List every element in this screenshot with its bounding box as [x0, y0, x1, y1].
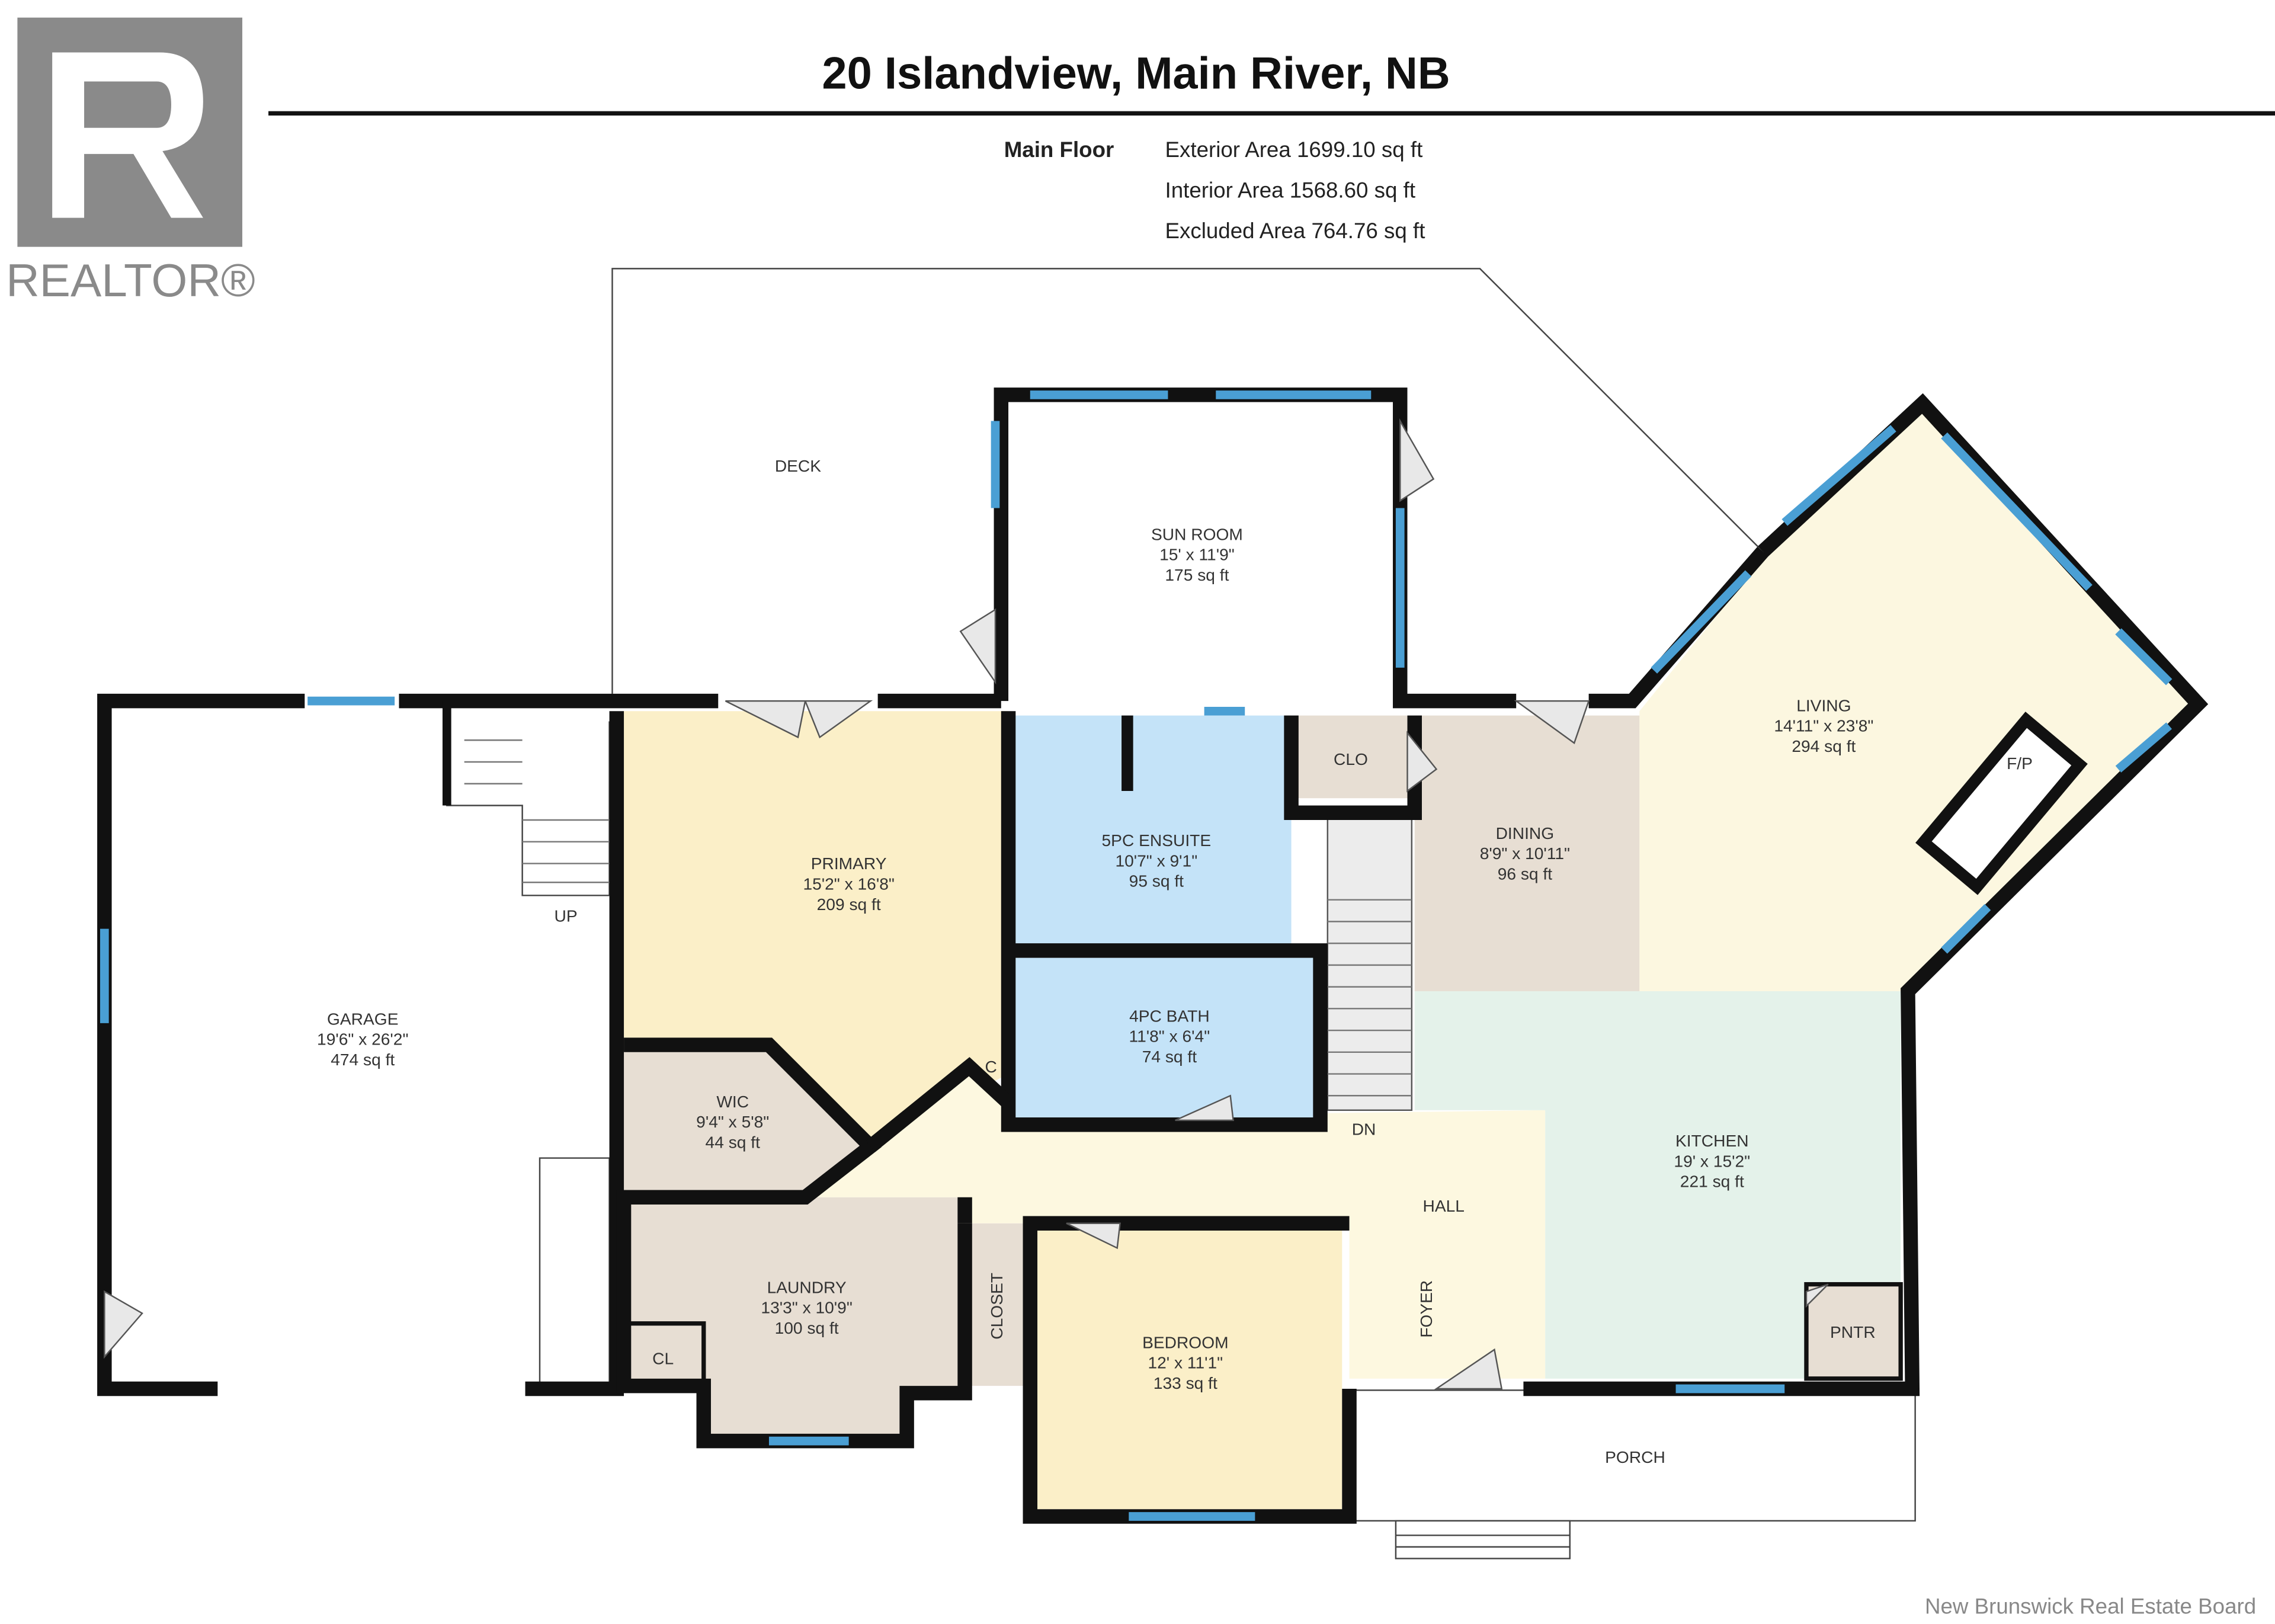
svg-text:8'9" x 10'11": 8'9" x 10'11": [1480, 844, 1570, 863]
room-clo: [1295, 715, 1408, 799]
svg-text:95 sq ft: 95 sq ft: [1129, 872, 1184, 891]
pantry-label: PNTR: [1830, 1323, 1876, 1341]
svg-text:96 sq ft: 96 sq ft: [1498, 864, 1553, 883]
svg-text:209 sq ft: 209 sq ft: [817, 895, 881, 914]
room-living: [1639, 409, 2196, 991]
label-living: LIVING 14'11" x 23'8" 294 sq ft: [1774, 696, 1873, 755]
svg-text:9'4" x 5'8": 9'4" x 5'8": [696, 1113, 769, 1131]
room-pantry: [1804, 1282, 1903, 1381]
logo-text: REALTOR®: [6, 254, 255, 306]
svg-text:44 sq ft: 44 sq ft: [706, 1133, 761, 1151]
svg-text:19' x 15'2": 19' x 15'2": [1674, 1152, 1750, 1170]
label-bath: 4PC BATH 11'8" x 6'4" 74 sq ft: [1129, 1007, 1210, 1066]
svg-text:14'11" x 23'8": 14'11" x 23'8": [1774, 717, 1873, 735]
svg-text:294 sq ft: 294 sq ft: [1792, 737, 1856, 755]
porch-steps: [1395, 1520, 1571, 1559]
svg-text:SUN ROOM: SUN ROOM: [1151, 525, 1243, 543]
closet-label: CLOSET: [988, 1273, 1006, 1340]
excluded-area: Excluded Area 764.76 sq ft: [1165, 219, 1425, 243]
svg-text:15'2" x 16'8": 15'2" x 16'8": [803, 875, 894, 893]
room-dining: [1414, 715, 1640, 991]
svg-text:221 sq ft: 221 sq ft: [1680, 1173, 1744, 1191]
svg-text:10'7" x 9'1": 10'7" x 9'1": [1115, 851, 1197, 870]
porch-label: PORCH: [1605, 1448, 1665, 1466]
realtor-logo: REALTOR®: [6, 17, 255, 306]
exterior-area: Exterior Area 1699.10 sq ft: [1165, 137, 1423, 162]
svg-text:11'8" x 6'4": 11'8" x 6'4": [1129, 1027, 1210, 1046]
svg-text:474 sq ft: 474 sq ft: [331, 1050, 395, 1069]
svg-text:19'6" x 26'2": 19'6" x 26'2": [317, 1030, 408, 1049]
windows: [100, 390, 2173, 1521]
deck-outline: [611, 268, 1764, 694]
svg-text:15' x 11'9": 15' x 11'9": [1159, 546, 1235, 564]
clo-label: CLO: [1334, 750, 1368, 768]
dn-label: DN: [1352, 1120, 1376, 1138]
fireplace-label: F/P: [2007, 754, 2033, 773]
label-kitchen: KITCHEN 19' x 15'2" 221 sq ft: [1674, 1132, 1750, 1191]
cl-label: CL: [652, 1349, 674, 1367]
room-bath: [1015, 957, 1321, 1120]
svg-text:12' x 11'1": 12' x 11'1": [1148, 1354, 1223, 1372]
svg-text:GARAGE: GARAGE: [327, 1010, 398, 1028]
hall-label: HALL: [1423, 1197, 1465, 1215]
svg-text:13'3" x 10'9": 13'3" x 10'9": [761, 1299, 852, 1317]
page-title: 20 Islandview, Main River, NB: [822, 49, 1450, 99]
room-bedroom: [1030, 1223, 1342, 1510]
label-primary: PRIMARY 15'2" x 16'8" 209 sq ft: [803, 854, 894, 914]
label-laundry: LAUNDRY 13'3" x 10'9" 100 sq ft: [761, 1278, 852, 1337]
svg-text:4PC BATH: 4PC BATH: [1129, 1007, 1210, 1025]
label-garage: GARAGE 19'6" x 26'2"474 sq ft: [317, 1010, 408, 1069]
svg-text:DINING: DINING: [1496, 824, 1555, 843]
svg-text:133 sq ft: 133 sq ft: [1153, 1374, 1217, 1392]
footer-credit: New Brunswick Real Estate Board: [1925, 1594, 2256, 1619]
room-sunroom: [995, 395, 1401, 704]
interior-area: Interior Area 1568.60 sq ft: [1165, 178, 1416, 202]
label-bedroom: BEDROOM 12' x 11'1" 133 sq ft: [1142, 1333, 1228, 1392]
c-label: C: [985, 1058, 996, 1076]
label-wic: WIC 9'4" x 5'8" 44 sq ft: [696, 1093, 769, 1152]
svg-text:LAUNDRY: LAUNDRY: [767, 1278, 847, 1296]
stairs-down: [1326, 812, 1413, 1111]
svg-text:100 sq ft: 100 sq ft: [775, 1319, 839, 1337]
svg-text:74 sq ft: 74 sq ft: [1142, 1048, 1197, 1066]
svg-text:BEDROOM: BEDROOM: [1142, 1333, 1228, 1351]
room-closet: [965, 1223, 1030, 1386]
svg-text:175 sq ft: 175 sq ft: [1165, 566, 1229, 584]
foyer-label: FOYER: [1417, 1280, 1436, 1338]
floor-label: Main Floor: [1004, 137, 1114, 162]
up-label: UP: [555, 907, 578, 925]
svg-text:WIC: WIC: [716, 1093, 749, 1111]
label-sunroom: SUN ROOM 15' x 11'9" 175 sq ft: [1151, 525, 1243, 584]
room-kitchen: [1414, 991, 1901, 1379]
room-ensuite: [1015, 715, 1292, 951]
svg-text:KITCHEN: KITCHEN: [1675, 1132, 1749, 1150]
svg-text:LIVING: LIVING: [1796, 696, 1851, 715]
svg-text:PRIMARY: PRIMARY: [811, 854, 887, 873]
doors: [104, 418, 1829, 1390]
deck-label: DECK: [775, 457, 821, 475]
svg-text:5PC ENSUITE: 5PC ENSUITE: [1102, 831, 1212, 850]
